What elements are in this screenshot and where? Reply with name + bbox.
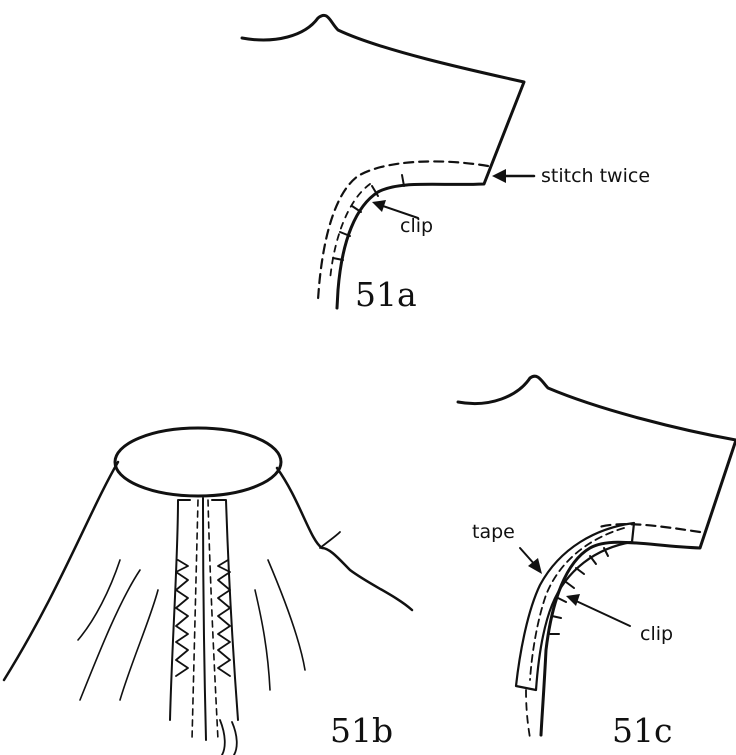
body-outline-right [277, 468, 412, 610]
label-clip-51a: clip [400, 215, 433, 237]
zigzag-left [176, 560, 188, 676]
label-stitch-twice: stitch twice [541, 165, 650, 187]
neck-opening [115, 428, 281, 496]
tape-stitch [530, 528, 624, 680]
figure-51c: tape clip 51c [458, 376, 736, 750]
center-stitch-right [208, 500, 218, 740]
label-tape: tape [472, 521, 515, 543]
label-clip-51c: clip [640, 623, 673, 645]
center-seam [203, 498, 206, 740]
arrow-tape [520, 548, 542, 574]
figure-51a: stitch twice clip 51a [242, 15, 650, 314]
caption-51c: 51c [612, 711, 672, 750]
drape-lines-left [78, 560, 158, 700]
garment-outline-51a [242, 15, 524, 308]
lower-curls [220, 720, 237, 755]
center-stitch-left [192, 500, 198, 740]
caption-51a: 51a [355, 275, 417, 314]
caption-51b: 51b [330, 711, 393, 750]
tape-strip [516, 523, 634, 690]
drape-lines-right [255, 560, 305, 690]
fold-right [320, 532, 340, 548]
arrow-clip-51c [566, 594, 630, 626]
garment-outline-51c [458, 376, 736, 735]
arrow-stitch-51a [492, 169, 534, 183]
figure-51b: 51b [4, 428, 412, 755]
outer-dashed-51c [526, 690, 530, 738]
